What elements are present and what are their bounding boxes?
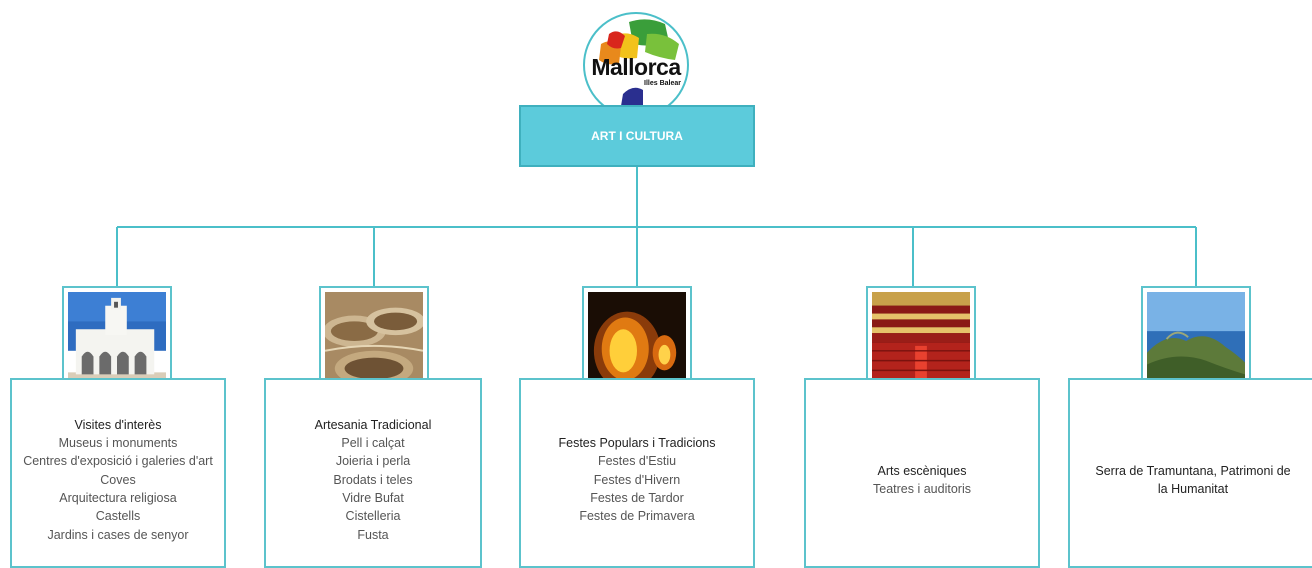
bonfire-icon: [588, 292, 686, 390]
category-item: Pell i calçat: [341, 436, 405, 451]
mallorca-logo: Mallorca Illes Balear: [583, 12, 689, 118]
category-item: Teatres i auditoris: [873, 481, 971, 496]
root-label: ART I CULTURA: [591, 129, 683, 143]
category-image-festes: [582, 286, 692, 396]
wicker-baskets-icon: [325, 292, 423, 390]
category-title: Artesania Tradicional: [314, 418, 432, 433]
category-card-artesania: Artesania Tradicional Pell i calçat Joie…: [264, 378, 482, 568]
category-item: Joieria i perla: [335, 454, 411, 469]
theatre-hall-icon: [872, 292, 970, 390]
category-item: Museus i monuments: [58, 436, 178, 451]
category-item: Centres d'exposició i galeries d'art: [23, 454, 213, 469]
category-title: Serra de Tramuntana, Patrimoni de la Hum…: [1095, 464, 1291, 496]
category-item: Coves: [100, 472, 136, 487]
category-card-visites: Visites d'interès Museus i monuments Cen…: [10, 378, 226, 568]
category-item: Castells: [95, 509, 141, 524]
category-title: Visites d'interès: [74, 418, 162, 433]
category-item: Arquitectura religiosa: [59, 491, 177, 505]
category-card-serra: Serra de Tramuntana, Patrimoni de la Hum…: [1068, 378, 1312, 568]
category-item: Festes de Primavera: [579, 509, 695, 524]
logo-name: Mallorca: [591, 54, 681, 80]
category-item: Vidre Bufat: [342, 491, 404, 505]
logo-subtitle: Illes Balear: [644, 80, 681, 87]
category-item: Festes d'Estiu: [597, 454, 677, 469]
category-item: Brodats i teles: [333, 472, 413, 487]
category-item: Cistelleria: [345, 509, 401, 524]
root-node: ART I CULTURA: [519, 105, 755, 167]
category-title: Arts escèniques: [877, 463, 967, 478]
category-card-festes: Festes Populars i Tradicions Festes d'Es…: [519, 378, 755, 568]
whitewashed-church-icon: [68, 292, 166, 390]
mountain-coast-icon: [1147, 292, 1245, 390]
category-item: Festes d'Hivern: [593, 472, 681, 487]
category-item: Jardins i cases de senyor: [47, 527, 189, 542]
category-title: Festes Populars i Tradicions: [558, 436, 716, 451]
connector-lines: [116, 167, 1197, 288]
category-card-arts: Arts escèniques Teatres i auditoris: [804, 378, 1040, 568]
category-item: Festes de Tardor: [590, 491, 684, 505]
logo-brush-strokes-icon: [599, 19, 679, 111]
category-item: Fusta: [357, 527, 389, 542]
